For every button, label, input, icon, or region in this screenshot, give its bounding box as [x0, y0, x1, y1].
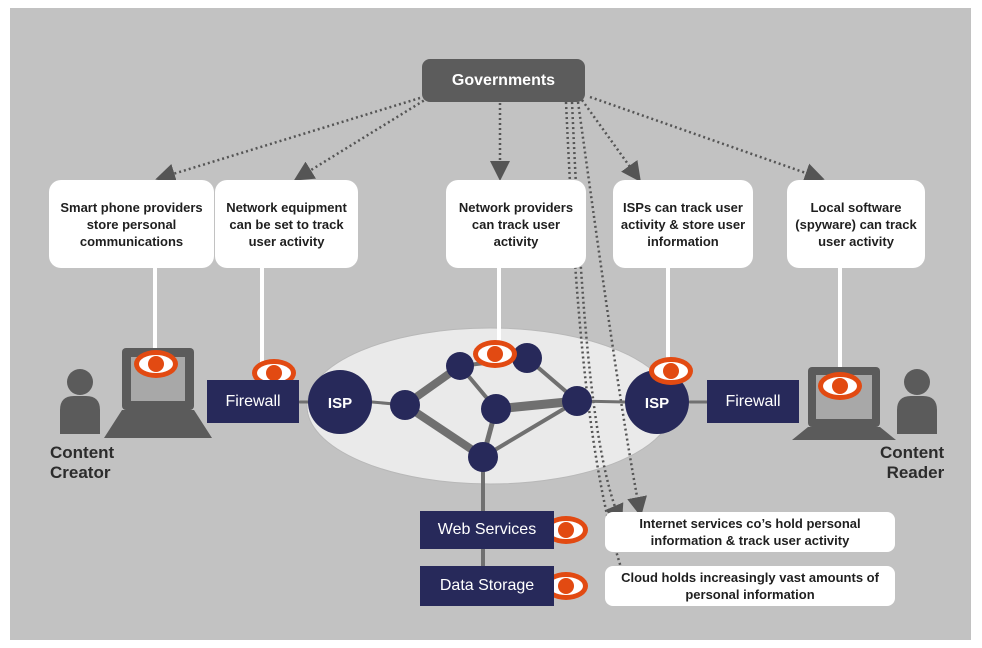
eye-icon: [544, 516, 588, 544]
eye-icon: [649, 357, 693, 385]
eye-icon: [818, 372, 862, 400]
firewall-left-label: Firewall: [225, 392, 281, 410]
firewall-right-label: Firewall: [725, 392, 781, 410]
content-reader-line2: Reader: [886, 463, 945, 482]
callout-isps-text: ISPs can track user activity & store use…: [620, 199, 746, 249]
web-services-note-text: Internet services co’s hold personal inf…: [639, 516, 861, 548]
data-storage-box: Data Storage: [420, 566, 554, 606]
web-services-label: Web Services: [437, 521, 537, 538]
person-icon: [897, 369, 937, 434]
governments-box: Governments: [422, 59, 585, 102]
network-node-icon: [446, 352, 474, 380]
content-creator-label: Content Creator: [50, 443, 114, 483]
isp-node-left: [308, 370, 372, 434]
content-reader-label: Content Reader: [880, 443, 944, 483]
content-creator-line2: Creator: [50, 463, 111, 482]
isp-right-label: ISP: [644, 394, 670, 412]
eye-icon: [473, 340, 517, 368]
data-storage-note-text: Cloud holds increasingly vast amounts of…: [621, 570, 879, 602]
data-storage-label: Data Storage: [439, 577, 535, 594]
isp-left-label: ISP: [327, 394, 353, 412]
callout-smartphone-text: Smart phone providers store personal com…: [60, 199, 203, 249]
person-icon: [60, 369, 100, 434]
callout-connectors: [153, 265, 842, 370]
network-nodes: [308, 343, 689, 472]
callout-network-providers-text: Network providers can track user activit…: [458, 199, 574, 249]
callout-local-software: Local software (spyware) can track user …: [787, 180, 925, 268]
network-node-icon: [390, 390, 420, 420]
eye-icon: [544, 572, 588, 600]
web-services-box: Web Services: [420, 511, 554, 549]
data-storage-note: Cloud holds increasingly vast amounts of…: [605, 566, 895, 606]
isp-node-right: [625, 370, 689, 434]
callout-smartphone: Smart phone providers store personal com…: [49, 180, 214, 268]
eye-icons: [134, 340, 862, 600]
callout-network-equipment-text: Network equipment can be set to track us…: [226, 199, 347, 249]
network-node-icon: [562, 386, 592, 416]
firewall-right: Firewall: [707, 380, 799, 423]
callout-network-equipment: Network equipment can be set to track us…: [215, 180, 358, 268]
network-node-icon: [468, 442, 498, 472]
web-services-note: Internet services co’s hold personal inf…: [605, 512, 895, 552]
callout-network-providers: Network providers can track user activit…: [446, 180, 586, 268]
eye-icon: [134, 350, 178, 378]
content-reader-line1: Content: [880, 443, 945, 462]
content-creator-line1: Content: [50, 443, 115, 462]
governments-label: Governments: [451, 71, 556, 89]
firewall-left: Firewall: [207, 380, 299, 423]
network-node-icon: [512, 343, 542, 373]
callout-local-software-text: Local software (spyware) can track user …: [795, 199, 917, 249]
callout-isps: ISPs can track user activity & store use…: [613, 180, 753, 268]
network-node-icon: [481, 394, 511, 424]
